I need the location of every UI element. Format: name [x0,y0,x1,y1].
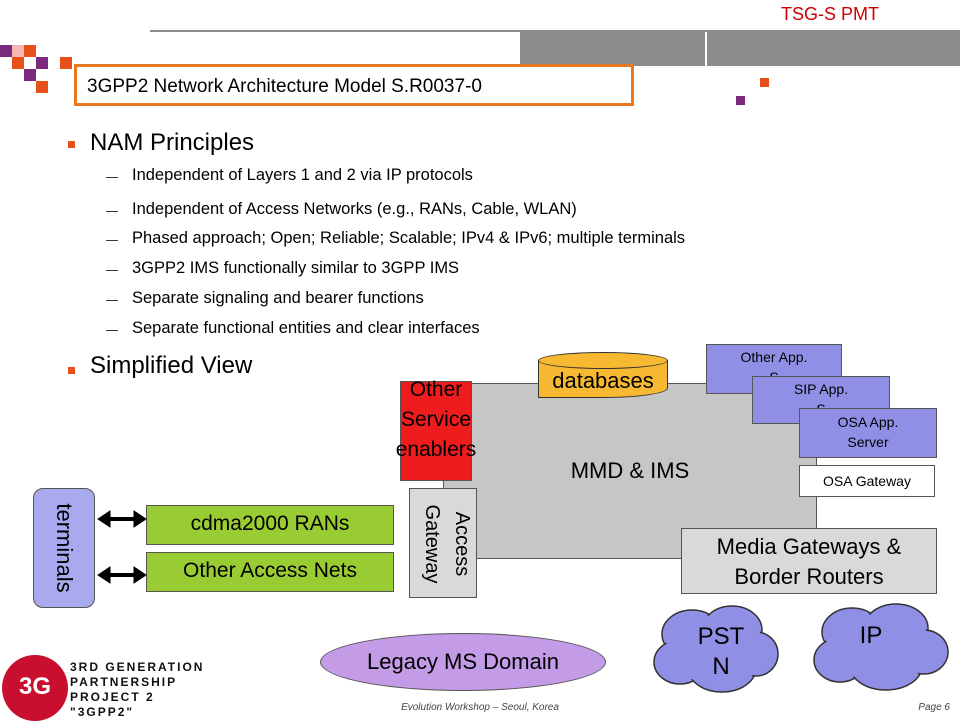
terminal-link-arrows [97,510,147,584]
terminals-label: terminals [52,503,77,593]
terminals-box [33,488,95,608]
page-number: Page 6 [918,702,950,713]
bullet-marker [68,367,75,374]
other-service-enablers-box [400,381,472,481]
subbullet: Separate functional entities and clear i… [132,319,480,337]
3gpp2-logo: 3G [2,655,68,721]
ip-label: IP [859,622,883,649]
dash-marker [106,270,118,271]
header-divider [705,32,707,122]
osa-app-server: OSA App. Server [799,408,937,458]
other-service-enablers-label: Other Service enablers [395,378,477,461]
dash-marker [106,240,118,241]
subbullet: Independent of Layers 1 and 2 via IP pro… [132,166,473,184]
bullet-marker [68,141,75,148]
sip-app-server: SIP App. S [752,376,890,424]
other-access-nets-box: Other Access Nets [146,552,394,592]
dash-marker [106,177,118,178]
header-band [520,30,960,66]
bullet-nam-principles: NAM Principles [90,129,255,156]
pstn-label: PST N [697,623,745,680]
footer-event: Evolution Workshop – Seoul, Korea [401,702,559,713]
cdma2000-rans-box: cdma2000 RANs [146,505,394,545]
access-gateway-box [409,488,477,598]
subbullet: Independent of Access Networks (e.g., RA… [132,200,577,218]
legacy-ms-domain: Legacy MS Domain [320,633,606,691]
pstn-cloud-icon [653,605,779,693]
dash-marker [106,211,118,212]
subbullet: Separate signaling and bearer functions [132,289,424,307]
double-arrow-icon [97,566,147,584]
subbullet: Phased approach; Open; Reliable; Scalabl… [132,229,686,247]
osa-gateway: OSA Gateway [799,465,935,497]
access-gateway-label: Access Gateway [421,504,473,584]
dash-marker [106,300,118,301]
bullet-simplified-view: Simplified View [90,352,253,379]
dash-marker [106,330,118,331]
databases-cylinder-top [538,352,668,369]
double-arrow-icon [97,510,147,528]
mmd-ims-label: MMD & IMS [570,458,690,483]
subbullet: 3GPP2 IMS functionally similar to 3GPP I… [132,259,460,277]
databases-label: databases [552,368,654,393]
media-gateways-box: Media Gateways & Border Routers [681,528,937,594]
page-title: 3GPP2 Network Architecture Model S.R0037… [74,64,634,106]
ip-cloud-icon [813,603,949,691]
group-name: TSG-S PMT [781,4,879,24]
